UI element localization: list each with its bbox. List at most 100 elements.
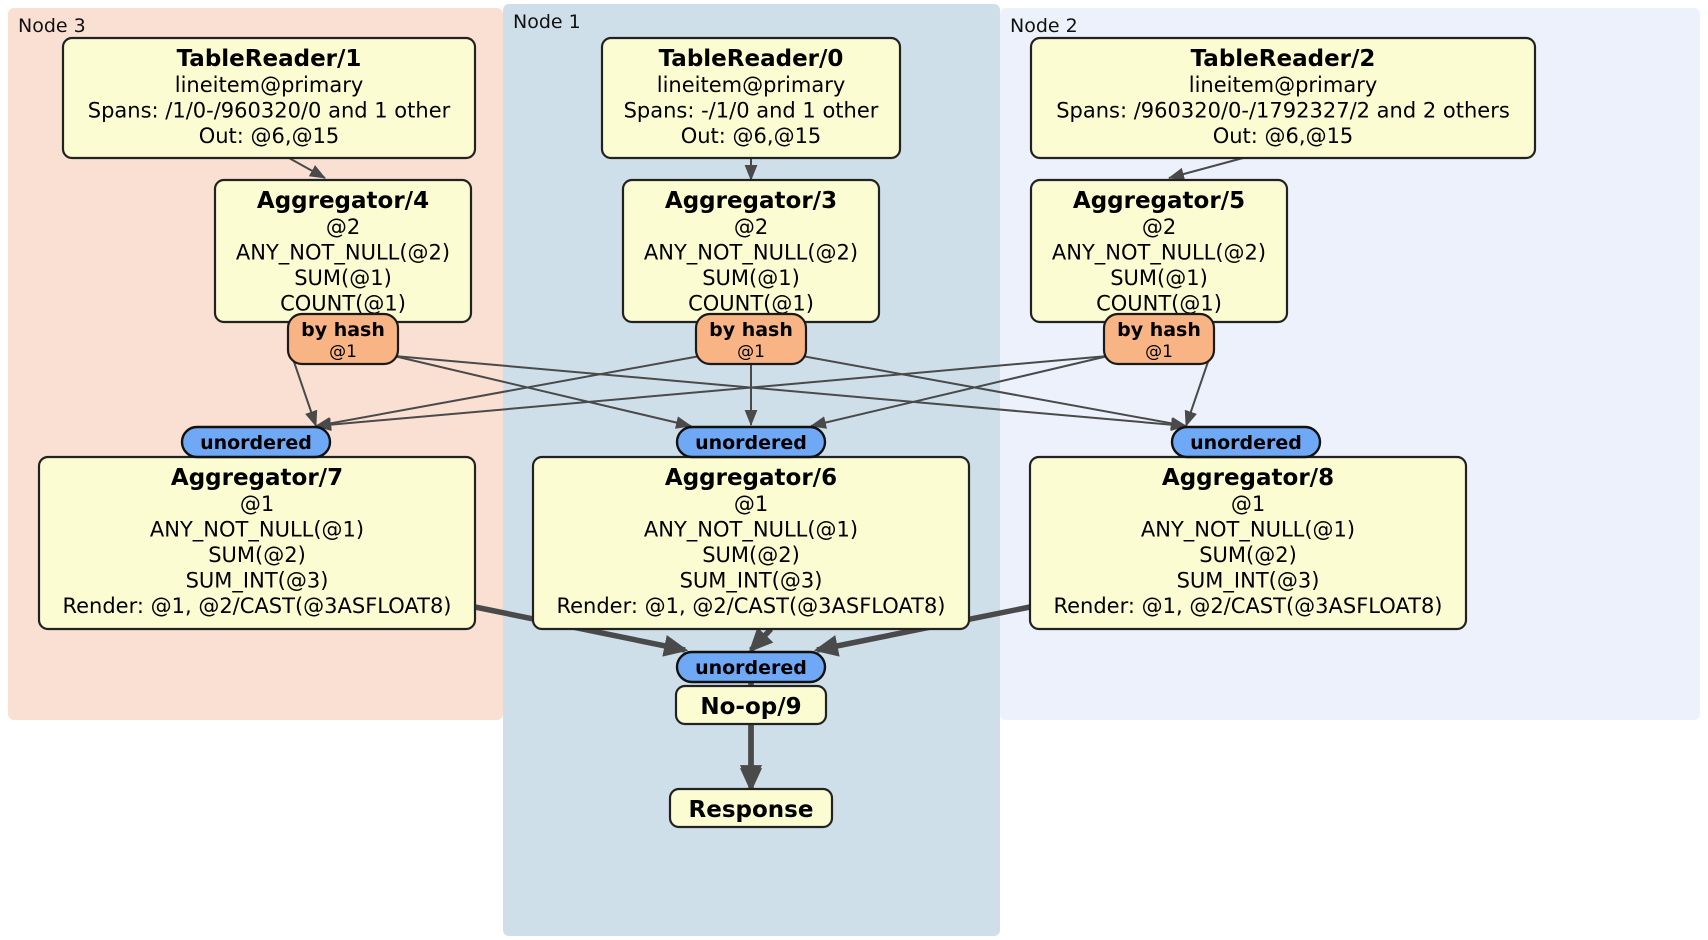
processor-box-detail-line: SUM(@2) — [208, 543, 306, 567]
synchronizer-frame — [1170, 425, 1322, 459]
hash-router-hash4[interactable]: by hash@1 — [286, 312, 400, 366]
processor-box-detail-line: lineitem@primary — [1189, 73, 1378, 97]
hash-router-hash5[interactable]: by hash@1 — [1102, 312, 1216, 366]
synchronizer-frame — [675, 425, 827, 459]
synchronizer-label: unordered — [1190, 432, 1302, 454]
edge-hash4-to-sync8 — [393, 355, 1187, 432]
synchronizer-frame — [675, 650, 827, 684]
processor-box-detail-line: ANY_NOT_NULL(@2) — [644, 241, 858, 266]
synchronizer-label: unordered — [695, 657, 807, 679]
processor-box-frame — [1029, 36, 1537, 160]
hash-router-column: @1 — [737, 342, 765, 362]
node-panel-label: Node 3 — [18, 15, 86, 37]
synchronizer-sync9[interactable]: unordered — [675, 650, 827, 684]
processor-box-detail-line: SUM(@1) — [294, 266, 392, 290]
processor-box-frame — [674, 684, 828, 726]
edge-hash4-to-sync6 — [393, 355, 692, 429]
processor-box-frame — [668, 787, 834, 829]
processor-box-aggregator6[interactable]: Aggregator/6@1ANY_NOT_NULL(@1)SUM(@2)SUM… — [531, 455, 971, 631]
edge-hash5-to-sync6 — [810, 355, 1109, 429]
processor-box-detail-line: @1 — [240, 492, 274, 516]
hash-router-hash3[interactable]: by hash@1 — [694, 312, 808, 366]
processor-box-detail-line: SUM_INT(@3) — [186, 569, 329, 594]
synchronizer-sync8[interactable]: unordered — [1170, 425, 1322, 459]
node-panel-label: Node 1 — [513, 11, 581, 33]
processor-box-detail-line: SUM_INT(@3) — [1177, 569, 1320, 594]
synchronizer-sync7[interactable]: unordered — [180, 425, 332, 459]
processor-box-detail-line: ANY_NOT_NULL(@1) — [150, 518, 364, 543]
hash-router-column: @1 — [1145, 342, 1173, 362]
processor-box-noop9[interactable]: No-op/9 — [674, 684, 828, 726]
processor-box-detail-line: SUM(@1) — [702, 266, 800, 290]
processor-box-aggregator8[interactable]: Aggregator/8@1ANY_NOT_NULL(@1)SUM(@2)SUM… — [1028, 455, 1468, 631]
processor-box-title: TableReader/1 — [177, 46, 362, 72]
hash-router-label: by hash — [301, 319, 385, 341]
hash-router-frame — [1102, 312, 1216, 366]
processor-box-detail-line: @2 — [1142, 215, 1176, 239]
processor-box-title: TableReader/0 — [659, 46, 844, 72]
hash-router-label: by hash — [709, 319, 793, 341]
processor-box-title: Aggregator/3 — [665, 188, 837, 214]
edge-hash5-to-sync8 — [1184, 355, 1211, 427]
processor-box-title: No-op/9 — [700, 694, 801, 720]
processor-box-title: TableReader/2 — [1191, 46, 1376, 72]
node-panel-label: Node 2 — [1010, 15, 1078, 37]
processor-box-detail-line: Render: @1, @2/CAST(@3ASFLOAT8) — [62, 594, 451, 618]
hash-router-label: by hash — [1117, 319, 1201, 341]
processor-box-detail-line: Spans: -/1/0 and 1 other — [624, 99, 879, 123]
edge-hash3-to-sync8 — [801, 355, 1187, 430]
processor-box-detail-line: Spans: /1/0-/960320/0 and 1 other — [88, 99, 451, 123]
processor-box-title: Aggregator/4 — [257, 188, 429, 214]
processor-box-detail-line: @1 — [734, 492, 768, 516]
hash-router-frame — [694, 312, 808, 366]
processor-box-aggregator5[interactable]: Aggregator/5@2ANY_NOT_NULL(@2)SUM(@1)COU… — [1029, 178, 1289, 324]
processor-box-detail-line: @2 — [734, 215, 768, 239]
edge-hash4-to-sync7 — [291, 355, 318, 427]
processor-box-detail-line: COUNT(@1) — [1096, 292, 1222, 316]
edge-tablereader1-to-aggregator4 — [288, 157, 326, 179]
processor-box-detail-line: SUM(@2) — [1199, 543, 1297, 567]
processor-box-title: Aggregator/7 — [171, 465, 343, 491]
hash-router-column: @1 — [329, 342, 357, 362]
edge-hash3-to-sync7 — [315, 355, 701, 430]
processor-box-detail-line: ANY_NOT_NULL(@2) — [1052, 241, 1266, 266]
processor-box-detail-line: Out: @6,@15 — [199, 124, 340, 148]
processor-box-detail-line: SUM(@2) — [702, 543, 800, 567]
processor-box-frame — [61, 36, 477, 160]
processor-box-detail-line: SUM_INT(@3) — [680, 569, 823, 594]
processor-box-title: Aggregator/6 — [665, 465, 837, 491]
processor-box-detail-line: ANY_NOT_NULL(@1) — [1141, 518, 1355, 543]
processor-box-response[interactable]: Response — [668, 787, 834, 829]
processor-box-detail-line: COUNT(@1) — [280, 292, 406, 316]
processor-box-detail-line: COUNT(@1) — [688, 292, 814, 316]
processor-box-title: Aggregator/8 — [1162, 465, 1334, 491]
processor-box-detail-line: Out: @6,@15 — [1213, 124, 1354, 148]
hash-router-frame — [286, 312, 400, 366]
processor-box-detail-line: Render: @1, @2/CAST(@3ASFLOAT8) — [556, 594, 945, 618]
processor-box-detail-line: SUM(@1) — [1110, 266, 1208, 290]
synchronizer-frame — [180, 425, 332, 459]
processor-box-detail-line: Spans: /960320/0-/1792327/2 and 2 others — [1056, 99, 1510, 123]
processor-box-detail-line: @2 — [326, 215, 360, 239]
processor-box-aggregator4[interactable]: Aggregator/4@2ANY_NOT_NULL(@2)SUM(@1)COU… — [213, 178, 473, 324]
edge-hash5-to-sync7 — [315, 355, 1109, 432]
processor-box-detail-line: lineitem@primary — [657, 73, 846, 97]
processor-box-title: Response — [689, 797, 814, 823]
processor-box-aggregator7[interactable]: Aggregator/7@1ANY_NOT_NULL(@1)SUM(@2)SUM… — [37, 455, 477, 631]
synchronizer-label: unordered — [695, 432, 807, 454]
processor-box-detail-line: ANY_NOT_NULL(@1) — [644, 518, 858, 543]
processor-box-detail-line: @1 — [1231, 492, 1265, 516]
synchronizer-label: unordered — [200, 432, 312, 454]
processor-box-title: Aggregator/5 — [1073, 188, 1245, 214]
synchronizer-sync6[interactable]: unordered — [675, 425, 827, 459]
processor-box-frame — [600, 36, 902, 160]
processor-box-aggregator3[interactable]: Aggregator/3@2ANY_NOT_NULL(@2)SUM(@1)COU… — [621, 178, 881, 324]
edge-tablereader2-to-aggregator5 — [1168, 157, 1244, 181]
